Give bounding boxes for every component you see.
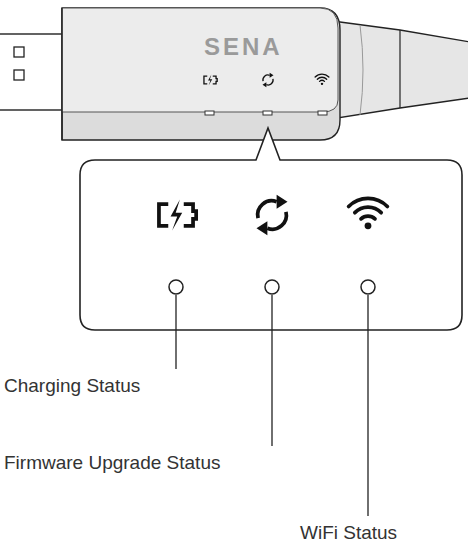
led <box>318 111 327 115</box>
callout-box <box>80 128 462 330</box>
sync-icon <box>263 73 274 87</box>
led-circle <box>169 280 183 294</box>
leader-line <box>271 295 272 446</box>
battery-icon <box>204 75 217 86</box>
leader-line <box>175 295 176 369</box>
callout-label: WiFi Status <box>300 522 397 544</box>
wifi-icon <box>315 74 329 85</box>
logo-text: SENA <box>204 36 283 58</box>
usb-plug <box>0 34 64 110</box>
dongle-body <box>62 8 340 140</box>
sync-icon <box>257 195 288 235</box>
cable <box>325 20 468 120</box>
led-circle <box>265 280 279 294</box>
led-circle <box>361 280 375 294</box>
wifi-icon <box>349 198 388 229</box>
led <box>263 111 272 115</box>
callout-label: Charging Status <box>4 375 140 397</box>
battery-icon <box>159 200 196 231</box>
led <box>205 111 214 115</box>
leader-line <box>367 295 368 516</box>
callout-label: Firmware Upgrade Status <box>4 452 220 474</box>
